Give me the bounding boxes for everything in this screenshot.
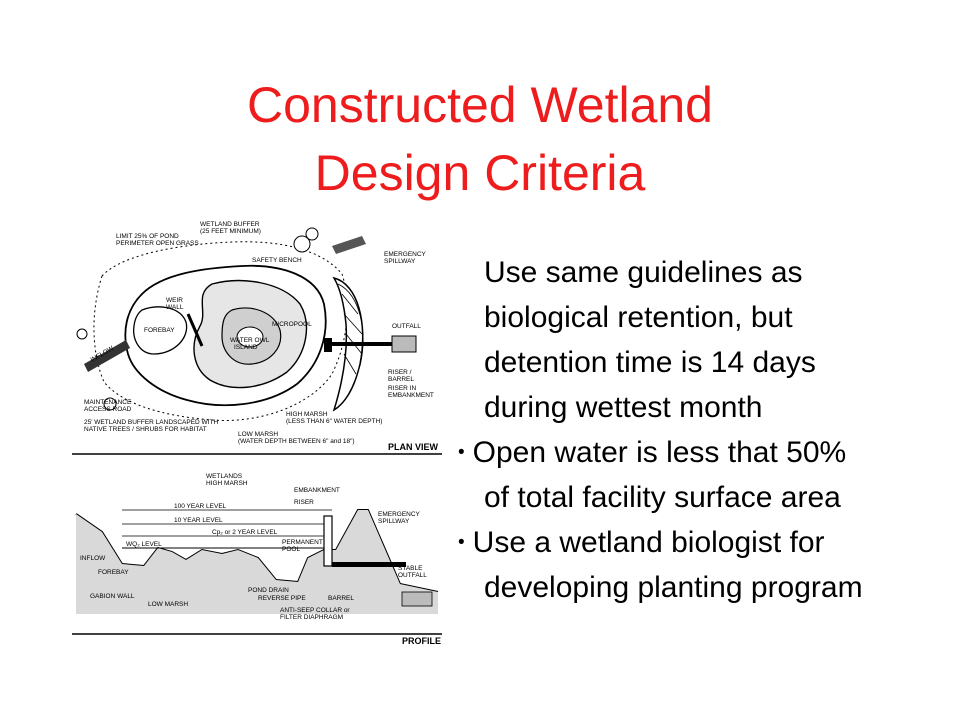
slide-title-line1: Constructed Wetland	[247, 77, 713, 133]
label-limit-open-grass-2: PERIMETER OPEN GRASS	[116, 240, 199, 247]
label-high-marsh: HIGH MARSH	[286, 411, 328, 418]
label-permanent-pool: PERMANENT	[282, 539, 323, 546]
label-2-year-level: Cp₂ or 2 YEAR LEVEL	[212, 529, 278, 536]
bullet-2-line-1: •Open water is less that 50%	[458, 436, 847, 469]
plan-view-heading: PLAN VIEW	[388, 442, 439, 452]
label-island: WATER OWL	[230, 337, 270, 344]
label-high-marsh-2: (LESS THAN 6" WATER DEPTH)	[286, 418, 382, 425]
label-micropool: MICROPOOL	[272, 321, 312, 328]
bullet-1-line-1: Use same guidelines as	[484, 256, 803, 289]
label-pond-drain: POND DRAIN	[248, 587, 289, 594]
label-weir-wall-2: WALL	[166, 304, 184, 311]
profile-heading: PROFILE	[402, 636, 441, 646]
label-profile-emergency-spillway: EMERGENCY	[378, 511, 421, 518]
label-wetlands: WETLANDS	[206, 473, 243, 480]
bullet-mark: •	[458, 442, 465, 463]
label-barrel: BARREL	[328, 595, 354, 602]
label-profile-low-marsh: LOW MARSH	[148, 601, 188, 608]
profile-drawing	[72, 509, 442, 635]
label-profile-forebay: FOREBAY	[98, 569, 129, 576]
profile-labels: WETLANDS HIGH MARSH EMBANKMENT RISER 100…	[80, 473, 441, 646]
label-gabion-wall: GABION WALL	[90, 593, 135, 600]
inflow-arrow-icon	[84, 340, 130, 372]
label-riser-barrel: RISER /	[388, 369, 412, 376]
label-low-marsh: LOW MARSH	[238, 431, 278, 438]
label-maintenance-road: MAINTENANCE	[84, 399, 132, 406]
label-low-marsh-2: (WATER DEPTH BETWEEN 6" and 18")	[238, 438, 355, 445]
bullet-list: Use same guidelines as biological retent…	[458, 250, 958, 610]
bullet-1-line-2: biological retention, but	[484, 301, 793, 334]
label-profile-inflow: INFLOW	[80, 555, 106, 562]
label-forebay: FOREBAY	[144, 327, 175, 334]
label-reverse-pipe: REVERSE PIPE	[258, 595, 306, 602]
label-emergency-spillway: EMERGENCY	[384, 251, 427, 258]
label-riser-embankment-2: EMBANKMENT	[388, 392, 434, 399]
label-wetland-buffer: WETLAND BUFFER	[200, 221, 260, 228]
label-100-year-level: 100 YEAR LEVEL	[174, 503, 227, 510]
bullet-1-line-3: detention time is 14 days	[484, 346, 816, 379]
label-wetlands-2: HIGH MARSH	[206, 480, 248, 487]
tree-icons	[76, 227, 319, 411]
label-emergency-spillway-2: SPILLWAY	[384, 258, 416, 265]
bullet-3-line-2: developing planting program	[484, 571, 863, 604]
label-10-year-level: 10 YEAR LEVEL	[174, 517, 223, 524]
label-outfall: OUTFALL	[392, 323, 421, 330]
plan-view-drawing	[72, 227, 442, 455]
label-profile-riser: RISER	[294, 499, 314, 506]
label-limit-open-grass: LIMIT 25% OF POND	[116, 233, 179, 240]
label-stable-outfall: STABLE	[398, 565, 423, 572]
wetland-design-drawing: LIMIT 25% OF POND PERIMETER OPEN GRASS W…	[72, 221, 442, 646]
label-weir-wall: WEIR	[166, 297, 183, 304]
label-wq-level: WQ₂ LEVEL	[126, 541, 162, 548]
bullet-3-line-1: •Use a wetland biologist for	[458, 526, 825, 559]
label-island-2: ISLAND	[234, 344, 258, 351]
label-safety-bench: SAFETY BENCH	[252, 257, 302, 264]
label-riser-barrel-2: BARREL	[388, 376, 414, 383]
label-embankment: EMBANKMENT	[294, 487, 340, 494]
label-stable-outfall-2: OUTFALL	[398, 572, 427, 579]
label-buffer-landscaped: 25' WETLAND BUFFER LANDSCAPED WITH	[84, 419, 218, 426]
bullet-2-line-2: of total facility surface area	[484, 481, 841, 514]
label-anti-seep-collar: ANTI-SEEP COLLAR or	[280, 607, 350, 614]
spillway-arrow-icon	[332, 236, 366, 254]
slide-title-line2: Design Criteria	[314, 145, 646, 201]
label-maintenance-road-2: ACCESS ROAD	[84, 406, 132, 413]
label-buffer-landscaped-2: NATIVE TREES / SHRUBS FOR HABITAT	[84, 426, 207, 433]
label-anti-seep-collar-2: FILTER DIAPHRAGM	[280, 614, 343, 621]
label-wetland-buffer-2: (25 FEET MINIMUM)	[200, 228, 261, 235]
bullet-1-line-4: during wettest month	[484, 391, 763, 424]
label-permanent-pool-2: POOL	[282, 546, 300, 553]
label-riser-embankment: RISER IN	[388, 385, 416, 392]
bullet-mark: •	[458, 532, 465, 553]
label-profile-emergency-spillway-2: SPILLWAY	[378, 518, 410, 525]
